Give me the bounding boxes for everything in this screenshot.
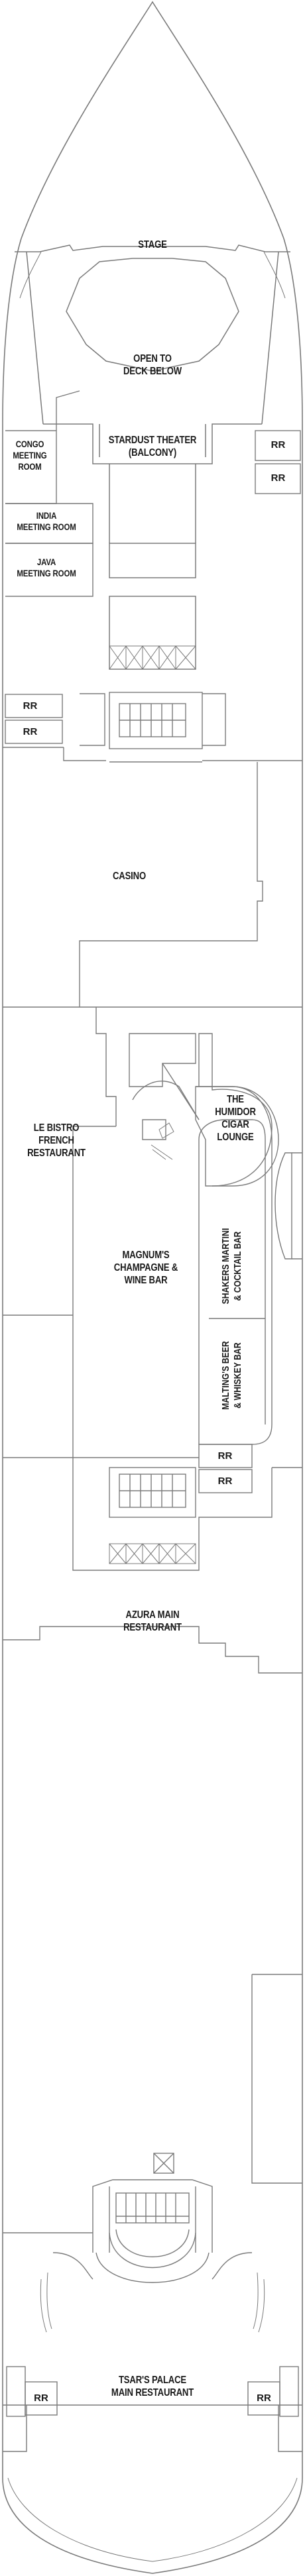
congo-meeting-room-label: CONGO MEETING ROOM [13, 439, 47, 472]
azura-restaurant-walls [3, 1626, 302, 2233]
stair-crates-top [109, 645, 196, 670]
restroom-label: RR [271, 439, 286, 451]
restroom-label: RR [217, 1476, 233, 1487]
lower-staircase [3, 1315, 302, 1571]
java-meeting-room-label: JAVA MEETING ROOM [17, 557, 76, 578]
restroom-label: RR [23, 700, 38, 712]
inner-hull-line [19, 251, 286, 299]
casino-staircase [3, 692, 302, 763]
open-deck-label: OPEN TO DECK BELOW [123, 353, 182, 377]
restroom-label: RR [271, 472, 286, 484]
maltings-whiskey-bar-label: MALTING'S BEER & WHISKEY BAR [220, 1341, 243, 1410]
theater-area [15, 244, 290, 670]
magnums-wine-bar-label: MAGNUM'S CHAMPAGNE & WINE BAR [113, 1250, 178, 1286]
humidor-cigar-lounge-label: THE HUMIDOR CIGAR LOUNGE [215, 1094, 256, 1143]
tsars-palace-restaurant-label: TSAR'S PALACE MAIN RESTAURANT [111, 2375, 194, 2398]
restroom-label: RR [217, 1450, 233, 1462]
bottom-restrooms [6, 2366, 299, 2417]
restroom-label: RR [257, 2392, 271, 2404]
theater-restrooms [255, 430, 301, 494]
stardust-theater-label: STARDUST THEATER (BALCONY) [108, 435, 197, 458]
meeting-rooms [5, 390, 93, 597]
azura-main-restaurant-label: AZURA MAIN RESTAURANT [123, 1609, 182, 1633]
restroom-label: RR [34, 2392, 48, 2404]
inner-hull-bottom [7, 2477, 298, 2562]
humidor-lounge-outline [195, 1086, 279, 1187]
bar-area [72, 1007, 302, 1493]
side-arcs [40, 2272, 265, 2333]
casino-zone [3, 762, 302, 1008]
india-meeting-room-label: INDIA MEETING ROOM [17, 510, 76, 532]
bar-stair-icon [151, 1122, 174, 1160]
stair-crates-mid [109, 1543, 196, 1564]
casino-label: CASINO [112, 871, 147, 882]
stage-label: STAGE [138, 239, 167, 250]
casino-restrooms [5, 694, 63, 744]
tsars-palace-walls [3, 2153, 302, 2452]
restroom-label: RR [23, 726, 38, 737]
shakers-cocktail-bar-label: SHAKERS MARTINI & COCKTAIL BAR [220, 1228, 243, 1305]
le-bistro-restaurant-label: LE BISTRO FRENCH RESTAURANT [27, 1122, 86, 1159]
